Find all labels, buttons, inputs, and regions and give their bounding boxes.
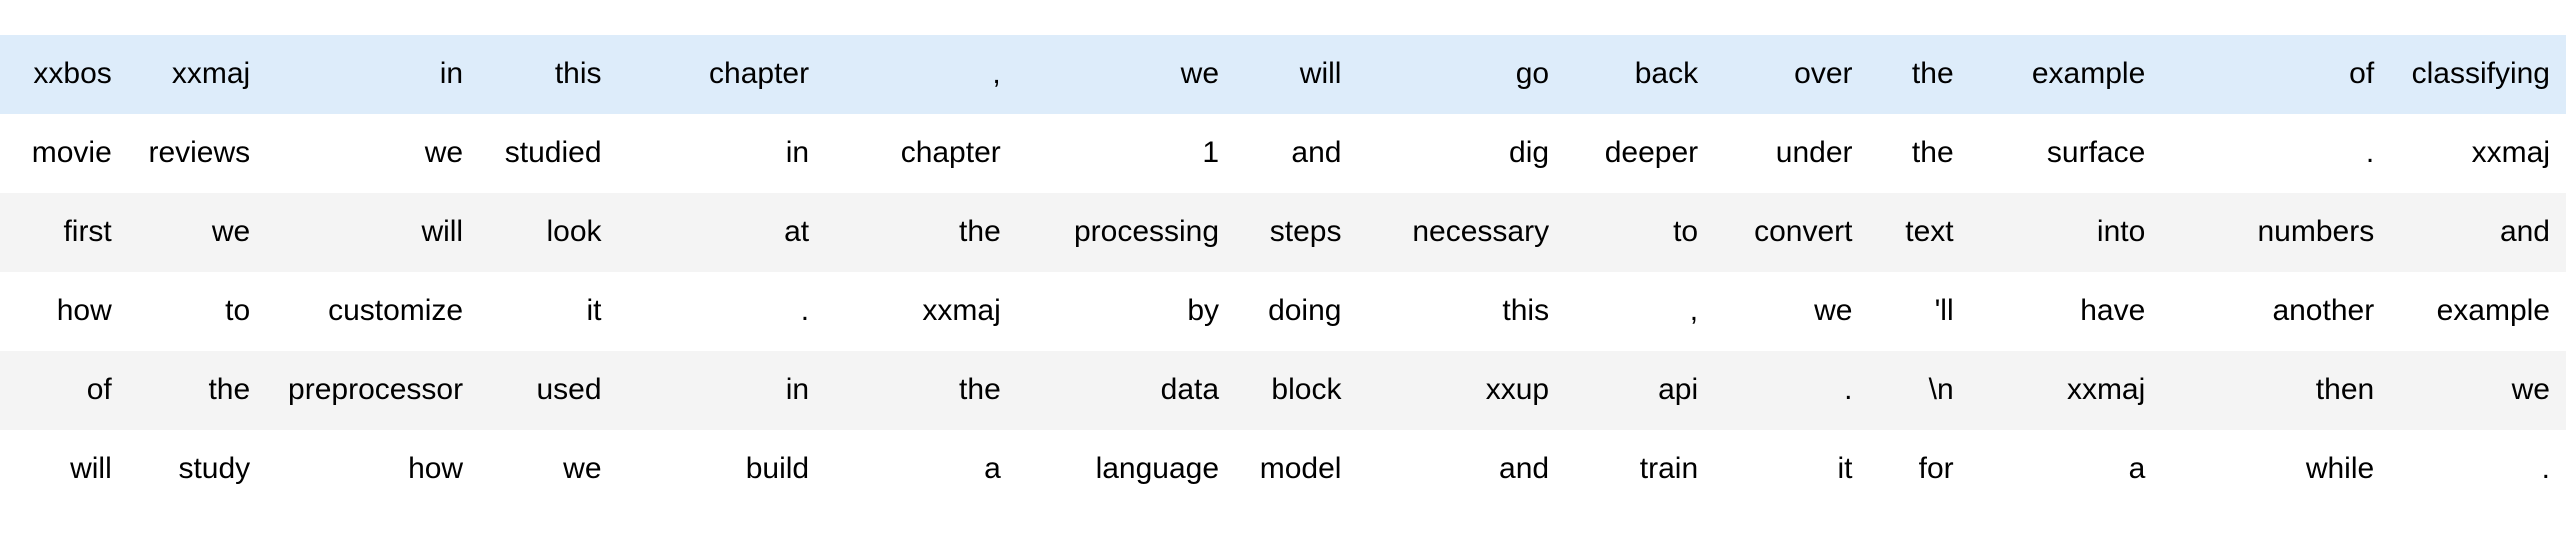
token-cell: train	[1565, 429, 1715, 509]
token-cell: it	[1714, 429, 1869, 509]
token-cell: how	[266, 429, 480, 509]
token-cell: then	[2161, 350, 2391, 430]
token-cell: back	[1565, 34, 1715, 114]
token-cell: reviews	[127, 113, 267, 193]
token-cell: 'll	[1868, 271, 1970, 351]
token-cell: over	[1714, 34, 1869, 114]
token-cell: for	[1868, 429, 1970, 509]
token-cell: preprocessor	[266, 350, 480, 430]
token-cell: the	[127, 350, 267, 430]
token-cell: study	[127, 429, 267, 509]
token-cell: and	[2390, 192, 2566, 272]
token-cell: in	[617, 113, 826, 193]
token-cell: in	[266, 34, 480, 114]
token-cell: .	[1714, 350, 1869, 430]
token-cell: the	[825, 350, 1017, 430]
token-cell: at	[617, 192, 826, 272]
token-cell: we	[266, 113, 480, 193]
token-cell: we	[2390, 350, 2566, 430]
token-cell: the	[1868, 113, 1970, 193]
token-cell: model	[1235, 429, 1358, 509]
token-cell: doing	[1235, 271, 1358, 351]
token-cell: xxmaj	[1969, 350, 2162, 430]
token-cell: studied	[479, 113, 618, 193]
token-cell: build	[617, 429, 826, 509]
token-cell: language	[1016, 429, 1236, 509]
token-cell: under	[1714, 113, 1869, 193]
token-cell: into	[1969, 192, 2162, 272]
token-cell: .	[2161, 113, 2391, 193]
token-cell: a	[1969, 429, 2162, 509]
token-cell: while	[2161, 429, 2391, 509]
token-cell: it	[479, 271, 618, 351]
token-cell: 1	[1016, 113, 1236, 193]
token-cell: will	[1235, 34, 1358, 114]
token-cell: will	[266, 192, 480, 272]
token-cell: of	[0, 350, 128, 430]
token-cell: to	[1565, 192, 1715, 272]
token-cell: go	[1357, 34, 1566, 114]
token-cell: we	[479, 429, 618, 509]
token-cell: processing	[1016, 192, 1236, 272]
token-cell: customize	[266, 271, 480, 351]
token-cell: another	[2161, 271, 2391, 351]
token-cell: example	[2390, 271, 2566, 351]
token-cell: we	[127, 192, 267, 272]
token-cell: \n	[1868, 350, 1970, 430]
token-cell: we	[1016, 34, 1236, 114]
token-cell: first	[0, 192, 128, 272]
token-cell: by	[1016, 271, 1236, 351]
token-cell: convert	[1714, 192, 1869, 272]
token-cell: the	[825, 192, 1017, 272]
token-cell: xxbos	[0, 34, 128, 114]
token-cell: ,	[1565, 271, 1715, 351]
token-cell: necessary	[1357, 192, 1566, 272]
token-cell: and	[1235, 113, 1358, 193]
token-cell: data	[1016, 350, 1236, 430]
token-cell: xxmaj	[2390, 113, 2566, 193]
token-cell: numbers	[2161, 192, 2391, 272]
token-cell: .	[2390, 429, 2566, 509]
token-cell: xxmaj	[825, 271, 1017, 351]
token-cell: in	[617, 350, 826, 430]
token-cell: block	[1235, 350, 1358, 430]
token-cell: look	[479, 192, 618, 272]
token-cell: surface	[1969, 113, 2162, 193]
token-cell: this	[479, 34, 618, 114]
token-cell: text	[1868, 192, 1970, 272]
token-cell: will	[0, 429, 128, 509]
token-cell: of	[2161, 34, 2391, 114]
token-cell: chapter	[617, 34, 826, 114]
token-cell: used	[479, 350, 618, 430]
token-cell: the	[1868, 34, 1970, 114]
token-cell: .	[617, 271, 826, 351]
token-cell: ,	[825, 34, 1017, 114]
token-cell: chapter	[825, 113, 1017, 193]
token-cell: this	[1357, 271, 1566, 351]
token-cell: steps	[1235, 192, 1358, 272]
token-cell: xxup	[1357, 350, 1566, 430]
token-cell: have	[1969, 271, 2162, 351]
token-cell: a	[825, 429, 1017, 509]
token-cell: xxmaj	[127, 34, 267, 114]
token-cell: dig	[1357, 113, 1566, 193]
token-cell: classifying	[2390, 34, 2566, 114]
token-cell: api	[1565, 350, 1715, 430]
token-cell: we	[1714, 271, 1869, 351]
token-cell: movie	[0, 113, 128, 193]
token-cell: example	[1969, 34, 2162, 114]
token-cell: how	[0, 271, 128, 351]
token-cell: deeper	[1565, 113, 1715, 193]
token-cell: to	[127, 271, 267, 351]
token-cell: and	[1357, 429, 1566, 509]
